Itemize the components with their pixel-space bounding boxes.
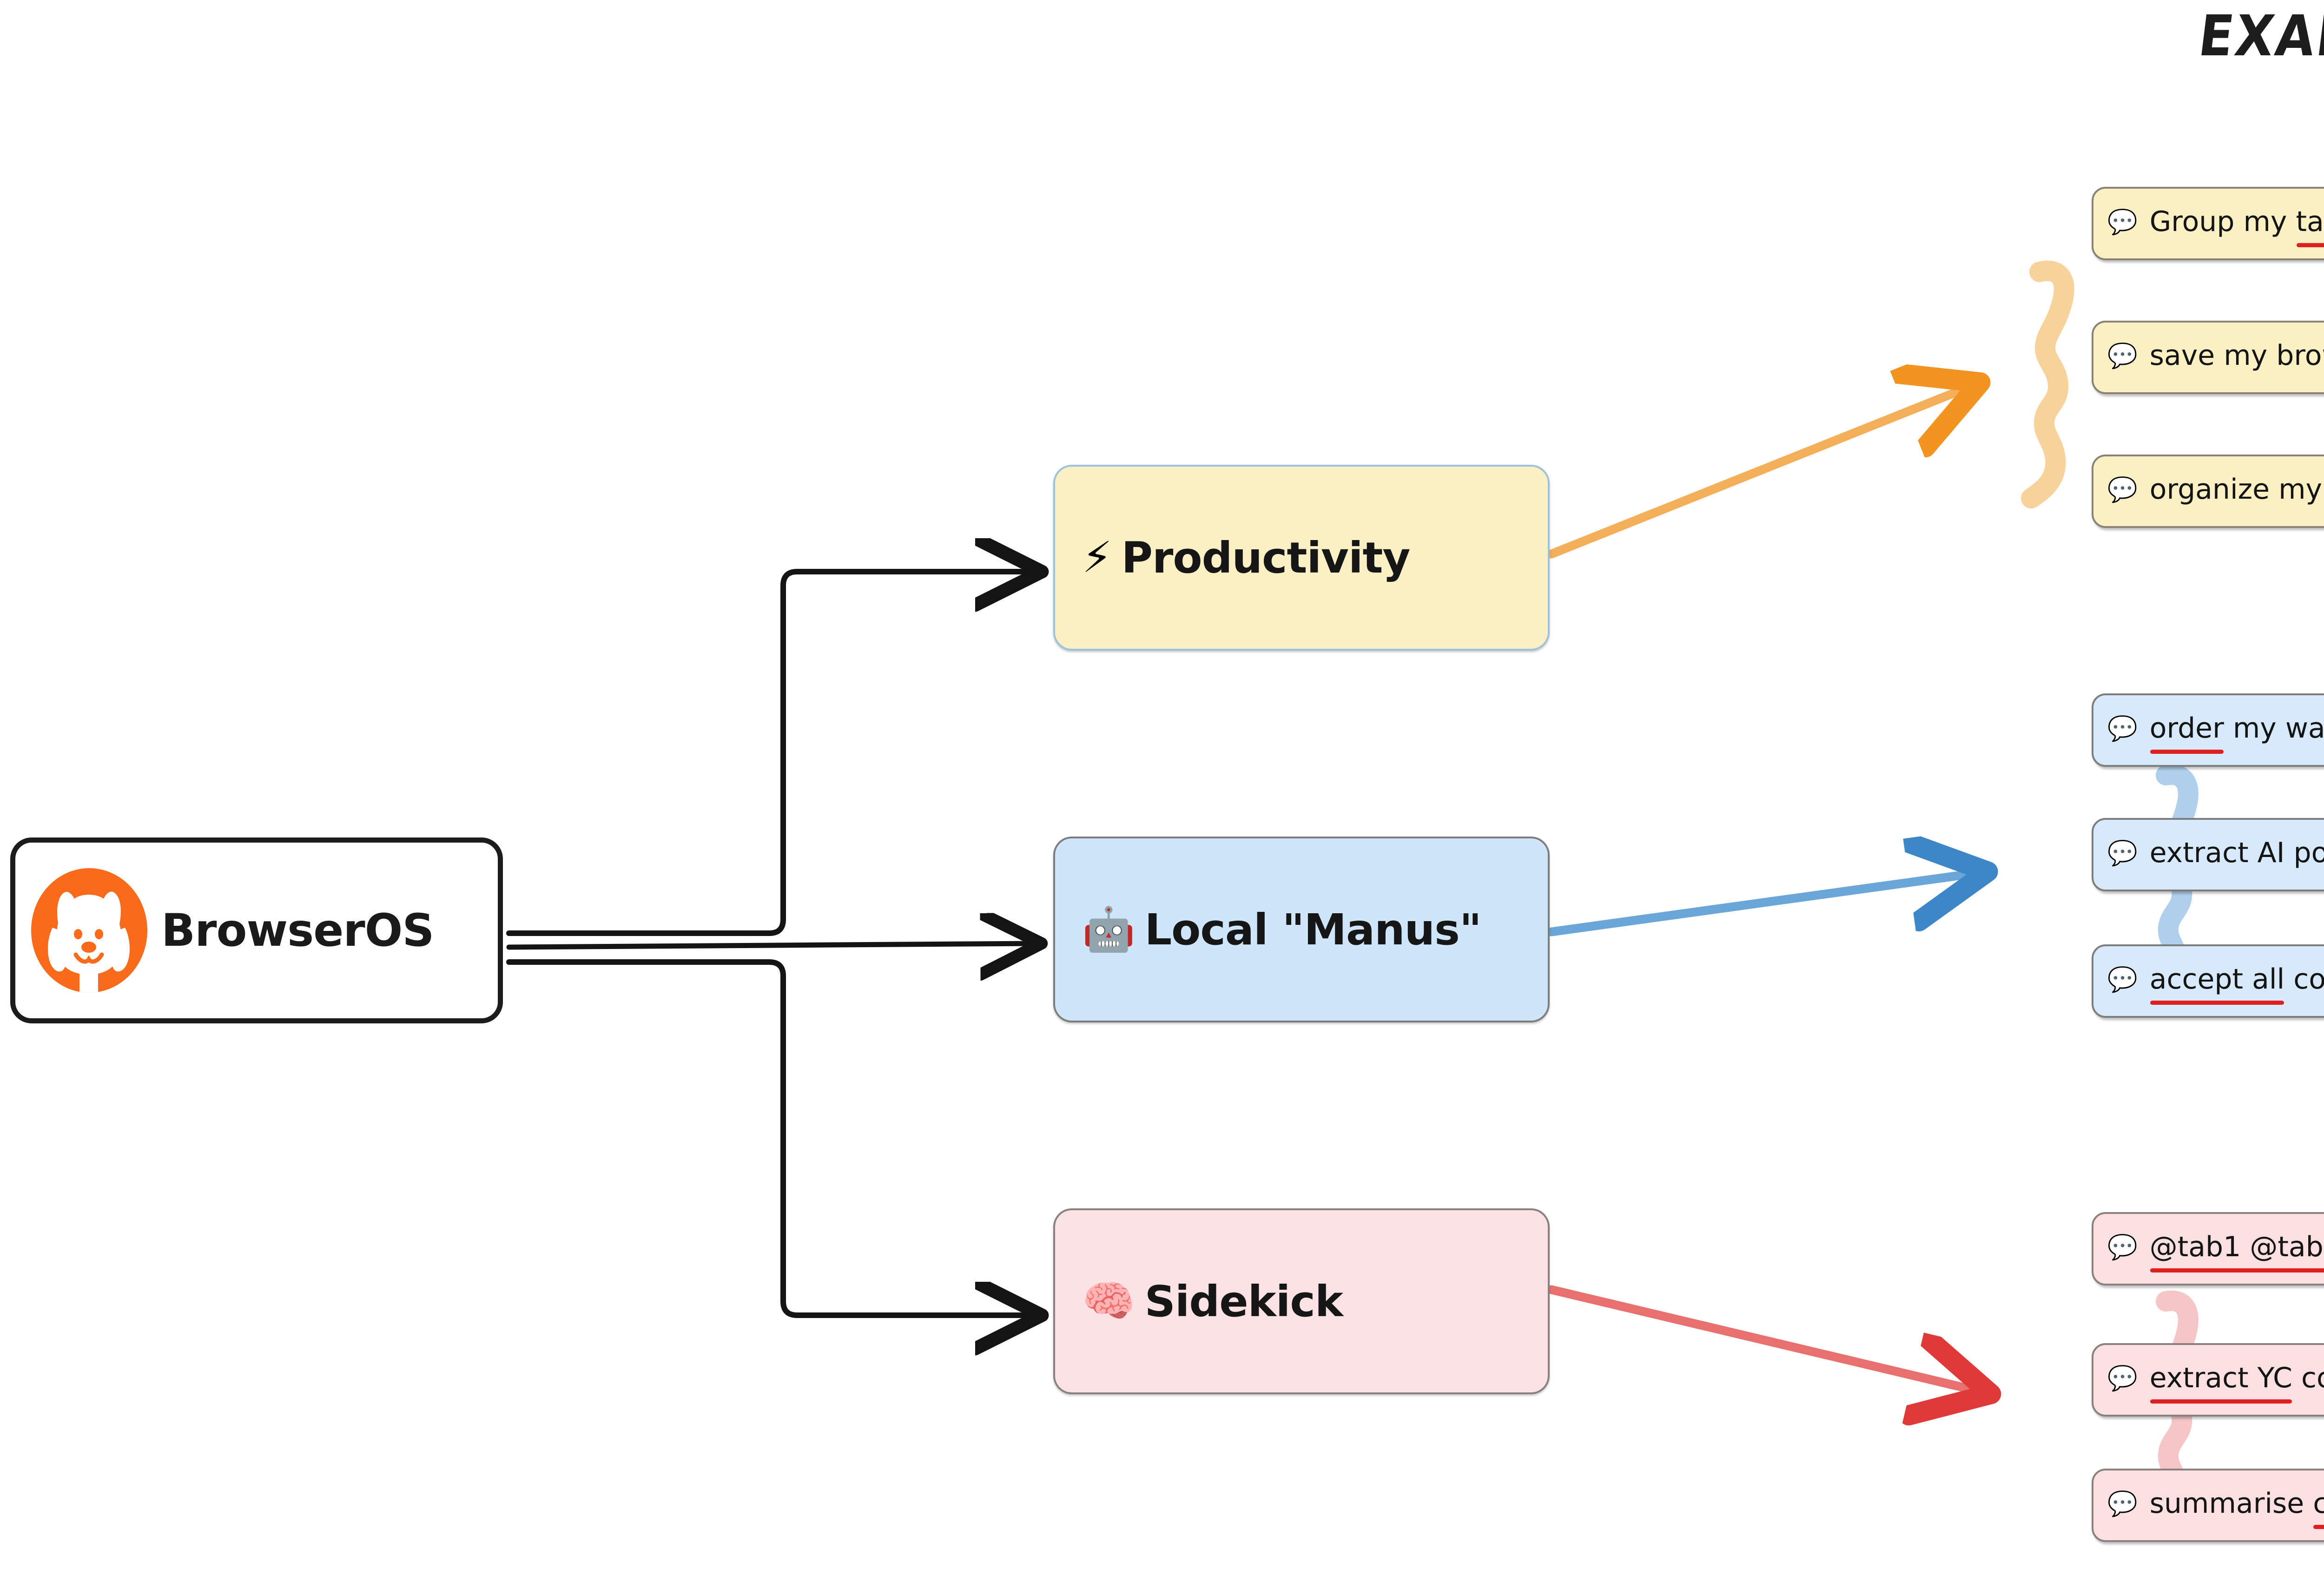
usecase-card[interactable]: 💬 extract YC company website from this p… [2092,1343,2324,1417]
usecase-text: extract YC company website from this pag… [2149,1362,2324,1394]
speech-balloon-icon: 💬 [2107,1365,2138,1392]
node-sidekick[interactable]: 🧠 Sidekick [1053,1208,1550,1394]
usecase-card[interactable]: 💬 organize my bookmarks smartly [2092,455,2324,528]
robot-icon: 🤖 [1082,904,1136,954]
speech-balloon-icon: 💬 [2107,208,2138,236]
usecase-text: @tab1 @tab2 summarise both tabs [2150,1231,2324,1263]
brace-productivity [2021,260,2074,508]
usecase-card[interactable]: 💬 extract AI posts from my twitter feed [2092,818,2324,891]
usecase-highlight: extract YC [2149,1362,2292,1394]
usecase-card[interactable]: 💬 save my browsing session as "research" [2092,321,2324,394]
usecase-text: order my washing detergent from amazon [2149,712,2324,745]
connector-root-to-productivity [506,572,1037,936]
connector-root-to-sidekick [506,959,1037,1315]
dog-face-logo [31,868,147,993]
usecase-highlight: @tab1 @tab2 [2150,1231,2324,1263]
node-local-manus-label: Local "Manus" [1144,904,1482,955]
usecase-highlight: order [2149,712,2224,745]
usecase-text: save my browsing session as "research" [2149,339,2324,372]
node-productivity[interactable]: ⚡ Productivity [1053,465,1550,651]
usecase-card[interactable]: 💬 summarise comments from this HN post [2092,1469,2324,1542]
speech-balloon-icon: 💬 [2107,342,2138,370]
dog-face-icon [48,891,130,993]
usecase-highlight: comments [2313,1487,2324,1520]
usecase-highlight: accept all [2149,963,2285,995]
node-local-manus[interactable]: 🤖 Local "Manus" [1053,837,1550,1022]
node-browseros[interactable]: BrowserOS [10,837,503,1023]
speech-balloon-icon: 💬 [2107,839,2138,867]
usecase-text: Group my tabs and close all youtube tabs [2150,205,2324,238]
node-sidekick-label: Sidekick [1144,1276,1343,1326]
usecase-card[interactable]: 💬 accept all connections on linkedin [2092,944,2324,1018]
usecase-text: organize my bookmarks smartly [2149,473,2324,506]
arrow-productivity-to-usecases [1547,386,1972,559]
node-productivity-label: Productivity [1121,533,1411,583]
usecase-text: summarise comments from this HN post [2150,1487,2324,1520]
connector-root-to-local-manus [506,943,1037,947]
arrow-local-manus-to-usecases [1547,873,1979,936]
usecase-card[interactable]: 💬 Group my tabs and close all youtube ta… [2092,187,2324,260]
speech-balloon-icon: 💬 [2107,1233,2138,1261]
speech-balloon-icon: 💬 [2107,966,2138,994]
usecase-text: accept all connections on linkedin [2149,963,2324,995]
lightning-bolt-icon: ⚡ [1082,533,1112,582]
speech-balloon-icon: 💬 [2107,715,2138,743]
usecase-card[interactable]: 💬 @tab1 @tab2 summarise both tabs [2092,1212,2324,1286]
speech-balloon-icon: 💬 [2107,1490,2138,1518]
brain-icon: 🧠 [1082,1276,1136,1326]
page-title: EXAMPLE USE-CASES [2195,4,2324,69]
usecase-highlight: tabs [2296,205,2324,238]
node-browseros-label: BrowserOS [161,904,434,956]
speech-balloon-icon: 💬 [2107,476,2138,504]
usecase-card[interactable]: 💬 order my washing detergent from amazon [2092,693,2324,767]
usecase-text: extract AI posts from my twitter feed [2149,837,2324,869]
arrow-sidekick-to-usecases [1547,1285,1982,1392]
